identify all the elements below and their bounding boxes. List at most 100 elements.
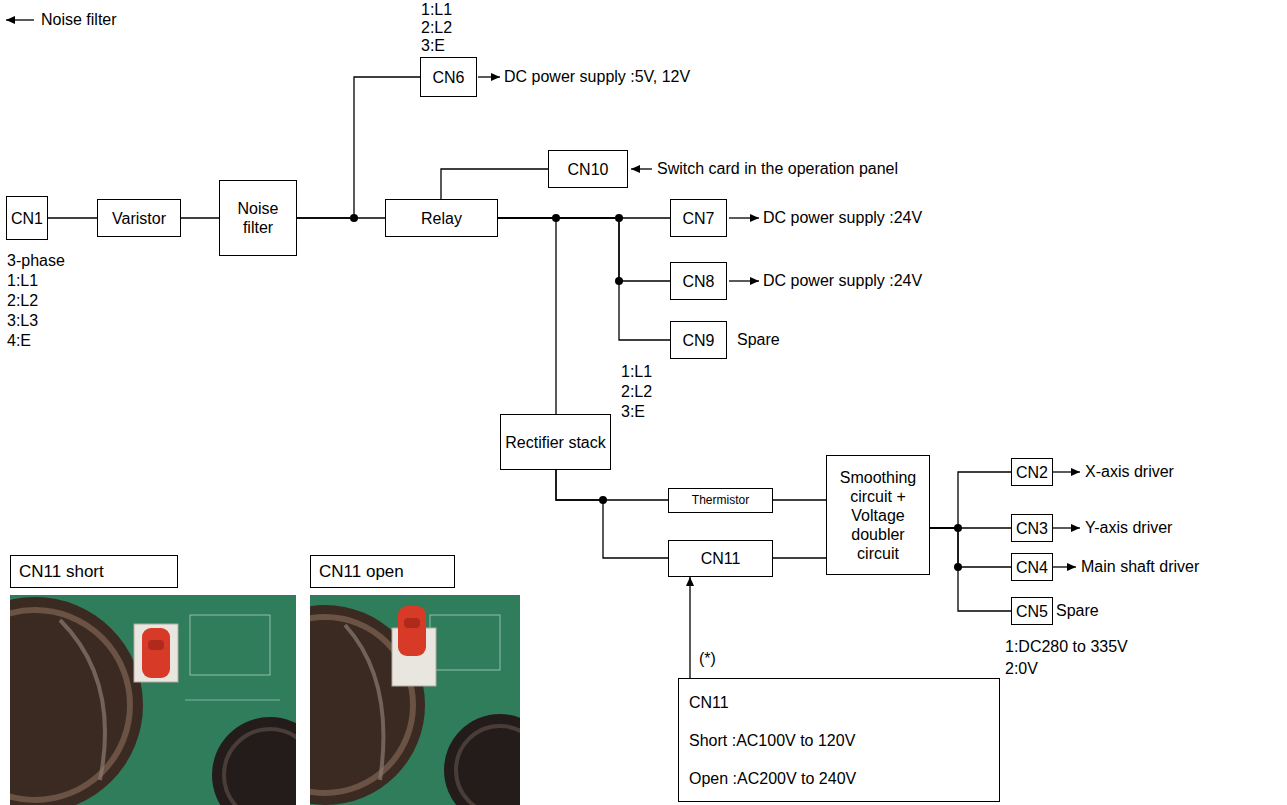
output-label: Main shaft driver [1080,558,1200,576]
connector-box: CN9 [670,321,727,359]
component-box: Rectifier stack [500,414,611,470]
component-box: Noise filter [219,180,297,256]
input-label: Switch card in the operation panel [656,160,899,178]
connector-line [498,218,670,281]
connector-line [773,499,826,500]
node-text: CN5 [1016,602,1048,621]
photo-caption: CN11 short [10,555,178,588]
photo-caption: CN11 open [310,555,455,588]
node-text: Varistor [112,209,166,228]
pin-name: 2:0V [1004,660,1039,678]
connector-line [689,577,690,678]
pin-name: 3:E [420,37,446,55]
connector-line [498,218,670,340]
node-text: Thermistor [692,493,749,508]
connector-line [297,77,420,218]
connector-line [930,528,1011,567]
connector-housing [134,624,178,682]
output-label: DC power supply :24V [762,272,923,290]
output-label: DC power supply :24V [762,209,923,227]
connector-box: CN2 [1011,458,1053,486]
junction-dots [350,214,962,571]
connector-line [498,218,556,414]
connector-line [556,470,668,558]
component-box: Varistor [97,199,181,237]
jumper-plug [398,606,426,656]
photo-cn11-short [10,595,296,805]
capacitor [310,605,425,805]
connector-box: CN4 [1011,553,1053,581]
jumper-plug [142,628,170,678]
leader-arrow [729,280,759,281]
leader-arrow [631,168,652,169]
node-text: CN11 [689,693,729,712]
node-text: CN8 [682,272,714,291]
connector-box: CN3 [1011,514,1053,542]
node-text: CN11 [701,549,741,568]
callout-mark: (*) [698,650,717,668]
connector-line [441,169,548,199]
capacitor [10,597,143,805]
node-text: CN3 [1016,519,1048,538]
node-text: Noise filter [224,199,292,237]
caption-text: Noise filter [40,11,118,29]
pin-name: 3:L3 [6,312,39,330]
node-text: CN9 [682,331,714,350]
component-box: Smoothing circuit + Voltage doubler circ… [826,455,930,575]
capacitor [444,714,520,805]
leader-arrow [1052,471,1080,472]
node-text: CN10 [568,160,609,179]
node-text: CN11 open [319,562,404,581]
pin-name: 1:DC280 to 335V [1004,638,1129,656]
leader-arrow [1052,566,1076,567]
pin-name: 2:L2 [6,292,39,310]
node-text: CN2 [1016,463,1048,482]
connector-box: CN10 [548,150,628,188]
pin-name: 1:L1 [420,1,453,19]
node-text: Rectifier stack [505,433,605,452]
component-box: Thermistor [668,488,773,513]
output-label: DC power supply :5V, 12V [503,68,691,86]
output-label: X-axis driver [1084,463,1175,481]
connector-box: CN5 [1011,597,1053,625]
connector-line [297,217,385,218]
signal-label: 3-phase [6,252,66,270]
connector-line [48,217,97,218]
leader-arrow [6,19,34,20]
note-label: Spare [736,331,781,349]
node-text: CN1 [11,209,43,228]
pin-name: 4:E [6,332,32,350]
output-label: Y-axis driver [1084,519,1173,537]
node-text: CN4 [1016,558,1048,577]
connector-line [181,217,219,218]
connector-box: CN6 [420,57,477,97]
pin-name: 1:L1 [6,272,39,290]
pin-name: 2:L2 [420,19,453,37]
node-text: Smoothing circuit + Voltage doubler circ… [831,468,925,563]
leader-arrow [1052,527,1080,528]
connector-box: CN1 [6,196,48,240]
pin-name: 2:L2 [620,383,653,401]
note-box: CN11Short :AC100V to 120V Open :AC200V to… [678,678,1000,802]
connector-line [773,557,826,558]
component-box: Relay [385,199,498,237]
connector-line [930,472,1011,528]
node-text: CN6 [432,68,464,87]
node-text: Relay [421,209,462,228]
pin-name: 3:E [620,403,646,421]
node-text: CN11 short [19,562,104,581]
connector-box: CN8 [670,262,727,300]
connector-line [930,528,1011,611]
node-text: CN7 [682,209,714,228]
pin-name: 1:L1 [620,363,653,381]
connector-line [556,470,668,500]
connector-box: CN7 [670,199,727,237]
capacitor [212,717,296,805]
photo-cn11-open [310,595,520,805]
leader-arrow [478,76,500,77]
leader-arrow [729,217,759,218]
note-label: Spare [1055,602,1100,620]
node-text: Open :AC200V to 240V [689,769,856,788]
node-text: Short :AC100V to 120V [689,731,855,750]
